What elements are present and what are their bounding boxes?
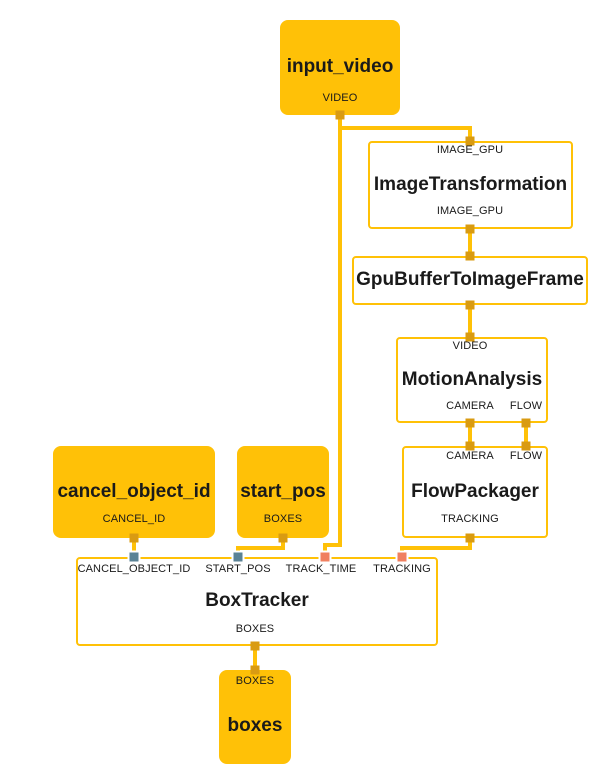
port-gpubuffertoimageframe-in[interactable] <box>465 251 475 261</box>
port-label-start-pos-out: BOXES <box>263 513 303 525</box>
node-motion-analysis[interactable]: MotionAnalysis <box>396 337 548 423</box>
node-flow-packager[interactable]: FlowPackager <box>402 446 548 538</box>
node-title: GpuBufferToImageFrame <box>356 269 584 291</box>
port-cancel-object-id-out-cancel-id[interactable] <box>129 533 139 543</box>
port-label-imagetransformation-in: IMAGE_GPU <box>436 144 504 156</box>
port-label-motionanalysis-out-flow: FLOW <box>509 400 543 412</box>
port-start-pos-out-boxes[interactable] <box>278 533 288 543</box>
port-boxtracker-out-boxes[interactable] <box>250 641 260 651</box>
port-label-boxtracker-in-track-time: TRACK_TIME <box>285 563 357 575</box>
node-image-transformation[interactable]: ImageTransformation <box>368 141 573 229</box>
node-boxes[interactable]: boxes <box>219 670 291 764</box>
port-flowpackager-in-flow[interactable] <box>521 441 531 451</box>
node-title: BoxTracker <box>205 590 309 612</box>
port-label-flowpackager-in-camera: CAMERA <box>446 450 494 462</box>
node-start-pos[interactable]: start_pos <box>237 446 329 538</box>
port-motionanalysis-out-flow[interactable] <box>521 418 531 428</box>
port-imagetransformation-out-image-gpu[interactable] <box>465 224 475 234</box>
port-label-imagetransformation-out: IMAGE_GPU <box>436 205 504 217</box>
port-label-input-video-video: VIDEO <box>322 92 358 104</box>
port-flowpackager-in-camera[interactable] <box>465 441 475 451</box>
port-motionanalysis-out-camera[interactable] <box>465 418 475 428</box>
port-label-cancel-object-id-out: CANCEL_ID <box>102 513 166 525</box>
port-boxtracker-in-track-time[interactable] <box>320 552 330 562</box>
node-title: boxes <box>227 714 283 736</box>
node-box-tracker[interactable]: BoxTracker <box>76 557 438 646</box>
port-boxtracker-in-tracking[interactable] <box>397 552 407 562</box>
port-label-flowpackager-out-tracking: TRACKING <box>441 513 499 525</box>
port-label-boxes-in: BOXES <box>235 675 275 687</box>
edge-start_pos-boxtracker <box>236 538 285 557</box>
port-boxes-in-boxes[interactable] <box>250 665 260 675</box>
node-title: input_video <box>286 56 394 78</box>
port-imagetransformation-in-image-gpu[interactable] <box>465 136 475 146</box>
port-flowpackager-out-tracking[interactable] <box>465 533 475 543</box>
node-title: FlowPackager <box>411 480 539 502</box>
port-label-boxtracker-in-cancel-object-id: CANCEL_OBJECT_ID <box>77 563 191 575</box>
port-label-flowpackager-in-flow: FLOW <box>509 450 543 462</box>
edge-flowpackager-boxtracker-tracking <box>400 538 472 557</box>
port-motionanalysis-in-video[interactable] <box>465 332 475 342</box>
port-boxtracker-in-start-pos[interactable] <box>233 552 243 562</box>
port-label-boxtracker-in-start-pos: START_POS <box>205 563 271 575</box>
port-input-video-video[interactable] <box>335 110 345 120</box>
port-label-boxtracker-out-boxes: BOXES <box>235 623 275 635</box>
node-gpu-buffer-to-image-frame[interactable]: GpuBufferToImageFrame <box>352 256 588 305</box>
node-title: cancel_object_id <box>57 480 211 502</box>
node-title: start_pos <box>240 480 326 502</box>
port-boxtracker-in-cancel-object-id[interactable] <box>129 552 139 562</box>
node-title: ImageTransformation <box>373 173 568 195</box>
node-title: MotionAnalysis <box>401 368 543 390</box>
port-label-motionanalysis-in-video: VIDEO <box>452 340 488 352</box>
port-gpubuffertoimageframe-out[interactable] <box>465 300 475 310</box>
edge-input_video-imagetransformation <box>338 115 472 141</box>
port-label-motionanalysis-out-camera: CAMERA <box>446 400 494 412</box>
port-label-boxtracker-in-tracking: TRACKING <box>373 563 431 575</box>
